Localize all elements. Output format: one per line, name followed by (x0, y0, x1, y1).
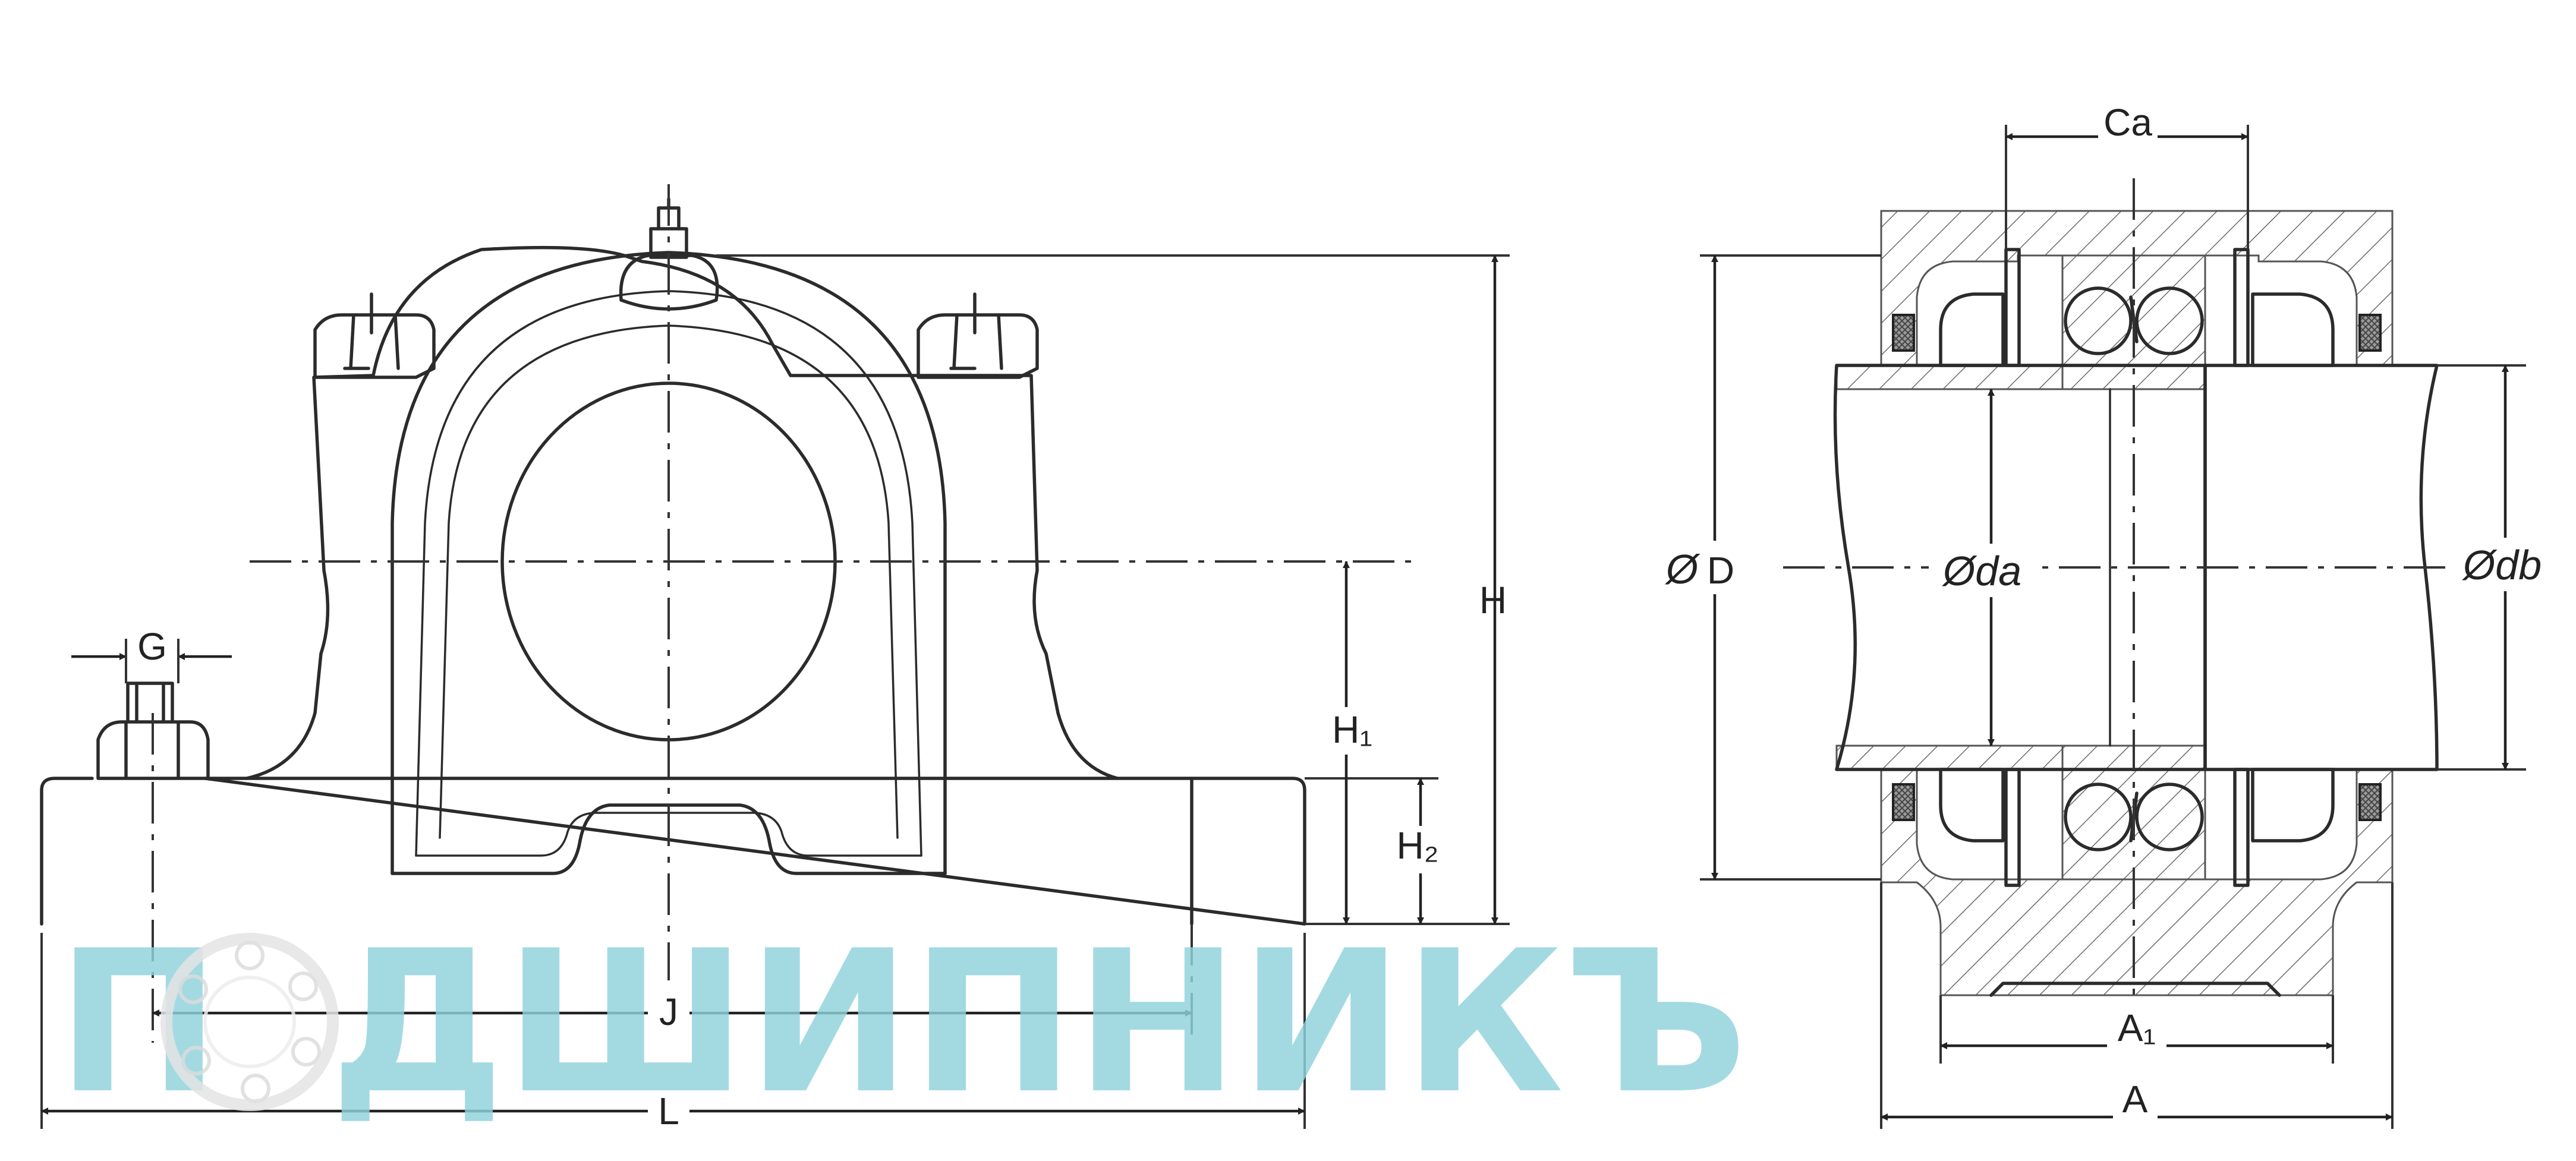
dimension-J: J (152, 986, 1192, 1033)
label-L: L (658, 1090, 679, 1132)
dimension-A: A (1881, 1078, 2393, 1123)
section-view: Ca Ø D Øda Ødb A₁ (1658, 101, 2556, 1129)
bearing-ball-4 (2135, 783, 2204, 851)
dimension-D: Ø D (1658, 255, 1753, 880)
dimension-G: G (71, 625, 232, 683)
dimension-da: Øda (1929, 389, 2039, 746)
dimension-A1: A₁ (1940, 1007, 2333, 1055)
dimension-H1: H₁ (1322, 561, 1376, 925)
shaft-left (1833, 364, 2207, 771)
watermark-word: ДШИПНИКЪ (330, 908, 1748, 1137)
label-A: A (2122, 1078, 2148, 1121)
label-G: G (137, 625, 167, 668)
label-A1: A₁ (2118, 1007, 2156, 1049)
housing-window-bottom (391, 803, 947, 875)
label-H: H (1479, 579, 1507, 621)
dimension-db: Ødb (2455, 365, 2556, 770)
seal-left-top (1892, 314, 1915, 352)
seal-cavity-right-top (2251, 292, 2335, 367)
bearing-ball-3 (2064, 783, 2133, 851)
adapter-sleeve-top (1835, 364, 2064, 390)
adapter-sleeve-bottom (1835, 744, 2064, 771)
seal-right-bottom (2358, 783, 2382, 821)
label-db: Ødb (2462, 542, 2542, 588)
label-D-symbol: Ø (1665, 546, 1700, 592)
bearing-ball-2 (2135, 286, 2204, 355)
seal-cavity-right-bottom (2251, 768, 2335, 843)
brand-watermark: П ДШИПНИКЪ (56, 908, 1748, 1137)
housing-base (40, 777, 1306, 926)
locking-ring-right-top (2233, 248, 2250, 367)
label-J: J (659, 990, 678, 1033)
grease-nipple (619, 254, 719, 311)
section-base-foot (1989, 982, 2281, 997)
front-view: G H H₁ H₂ J L (40, 184, 1510, 1132)
dimension-L: L (41, 1087, 1305, 1132)
foot-bolt-left (96, 682, 210, 780)
label-H2: H₂ (1396, 824, 1438, 867)
label-H1: H₁ (1332, 708, 1372, 751)
label-D: D (1707, 549, 1734, 592)
dimension-H2: H₂ (1394, 778, 1450, 925)
seal-right-top (2358, 314, 2382, 352)
locking-ring-left-bottom (2004, 768, 2021, 887)
seal-cavity-left-bottom (1939, 768, 2005, 843)
seal-left-bottom (1892, 783, 1915, 821)
locking-ring-left-top (2004, 248, 2021, 367)
dimension-Ca: Ca (2005, 101, 2249, 149)
housing-arch-outer (391, 251, 947, 875)
seal-cavity-left-top (1939, 292, 2005, 367)
label-Ca: Ca (2103, 101, 2152, 144)
watermark-first-letter: П (56, 908, 221, 1137)
locking-ring-right-bottom (2233, 768, 2250, 887)
cap-bolt-left (313, 292, 436, 379)
housing-window-bottom-inner (415, 812, 922, 857)
dimension-H: H (1479, 255, 1507, 925)
bearing-ball-1 (2064, 286, 2133, 355)
cap-bolt-right (917, 292, 1039, 379)
housing-body (245, 245, 1119, 780)
label-da: Øda (1942, 548, 2021, 594)
bearing-logo-icon (160, 933, 339, 1111)
